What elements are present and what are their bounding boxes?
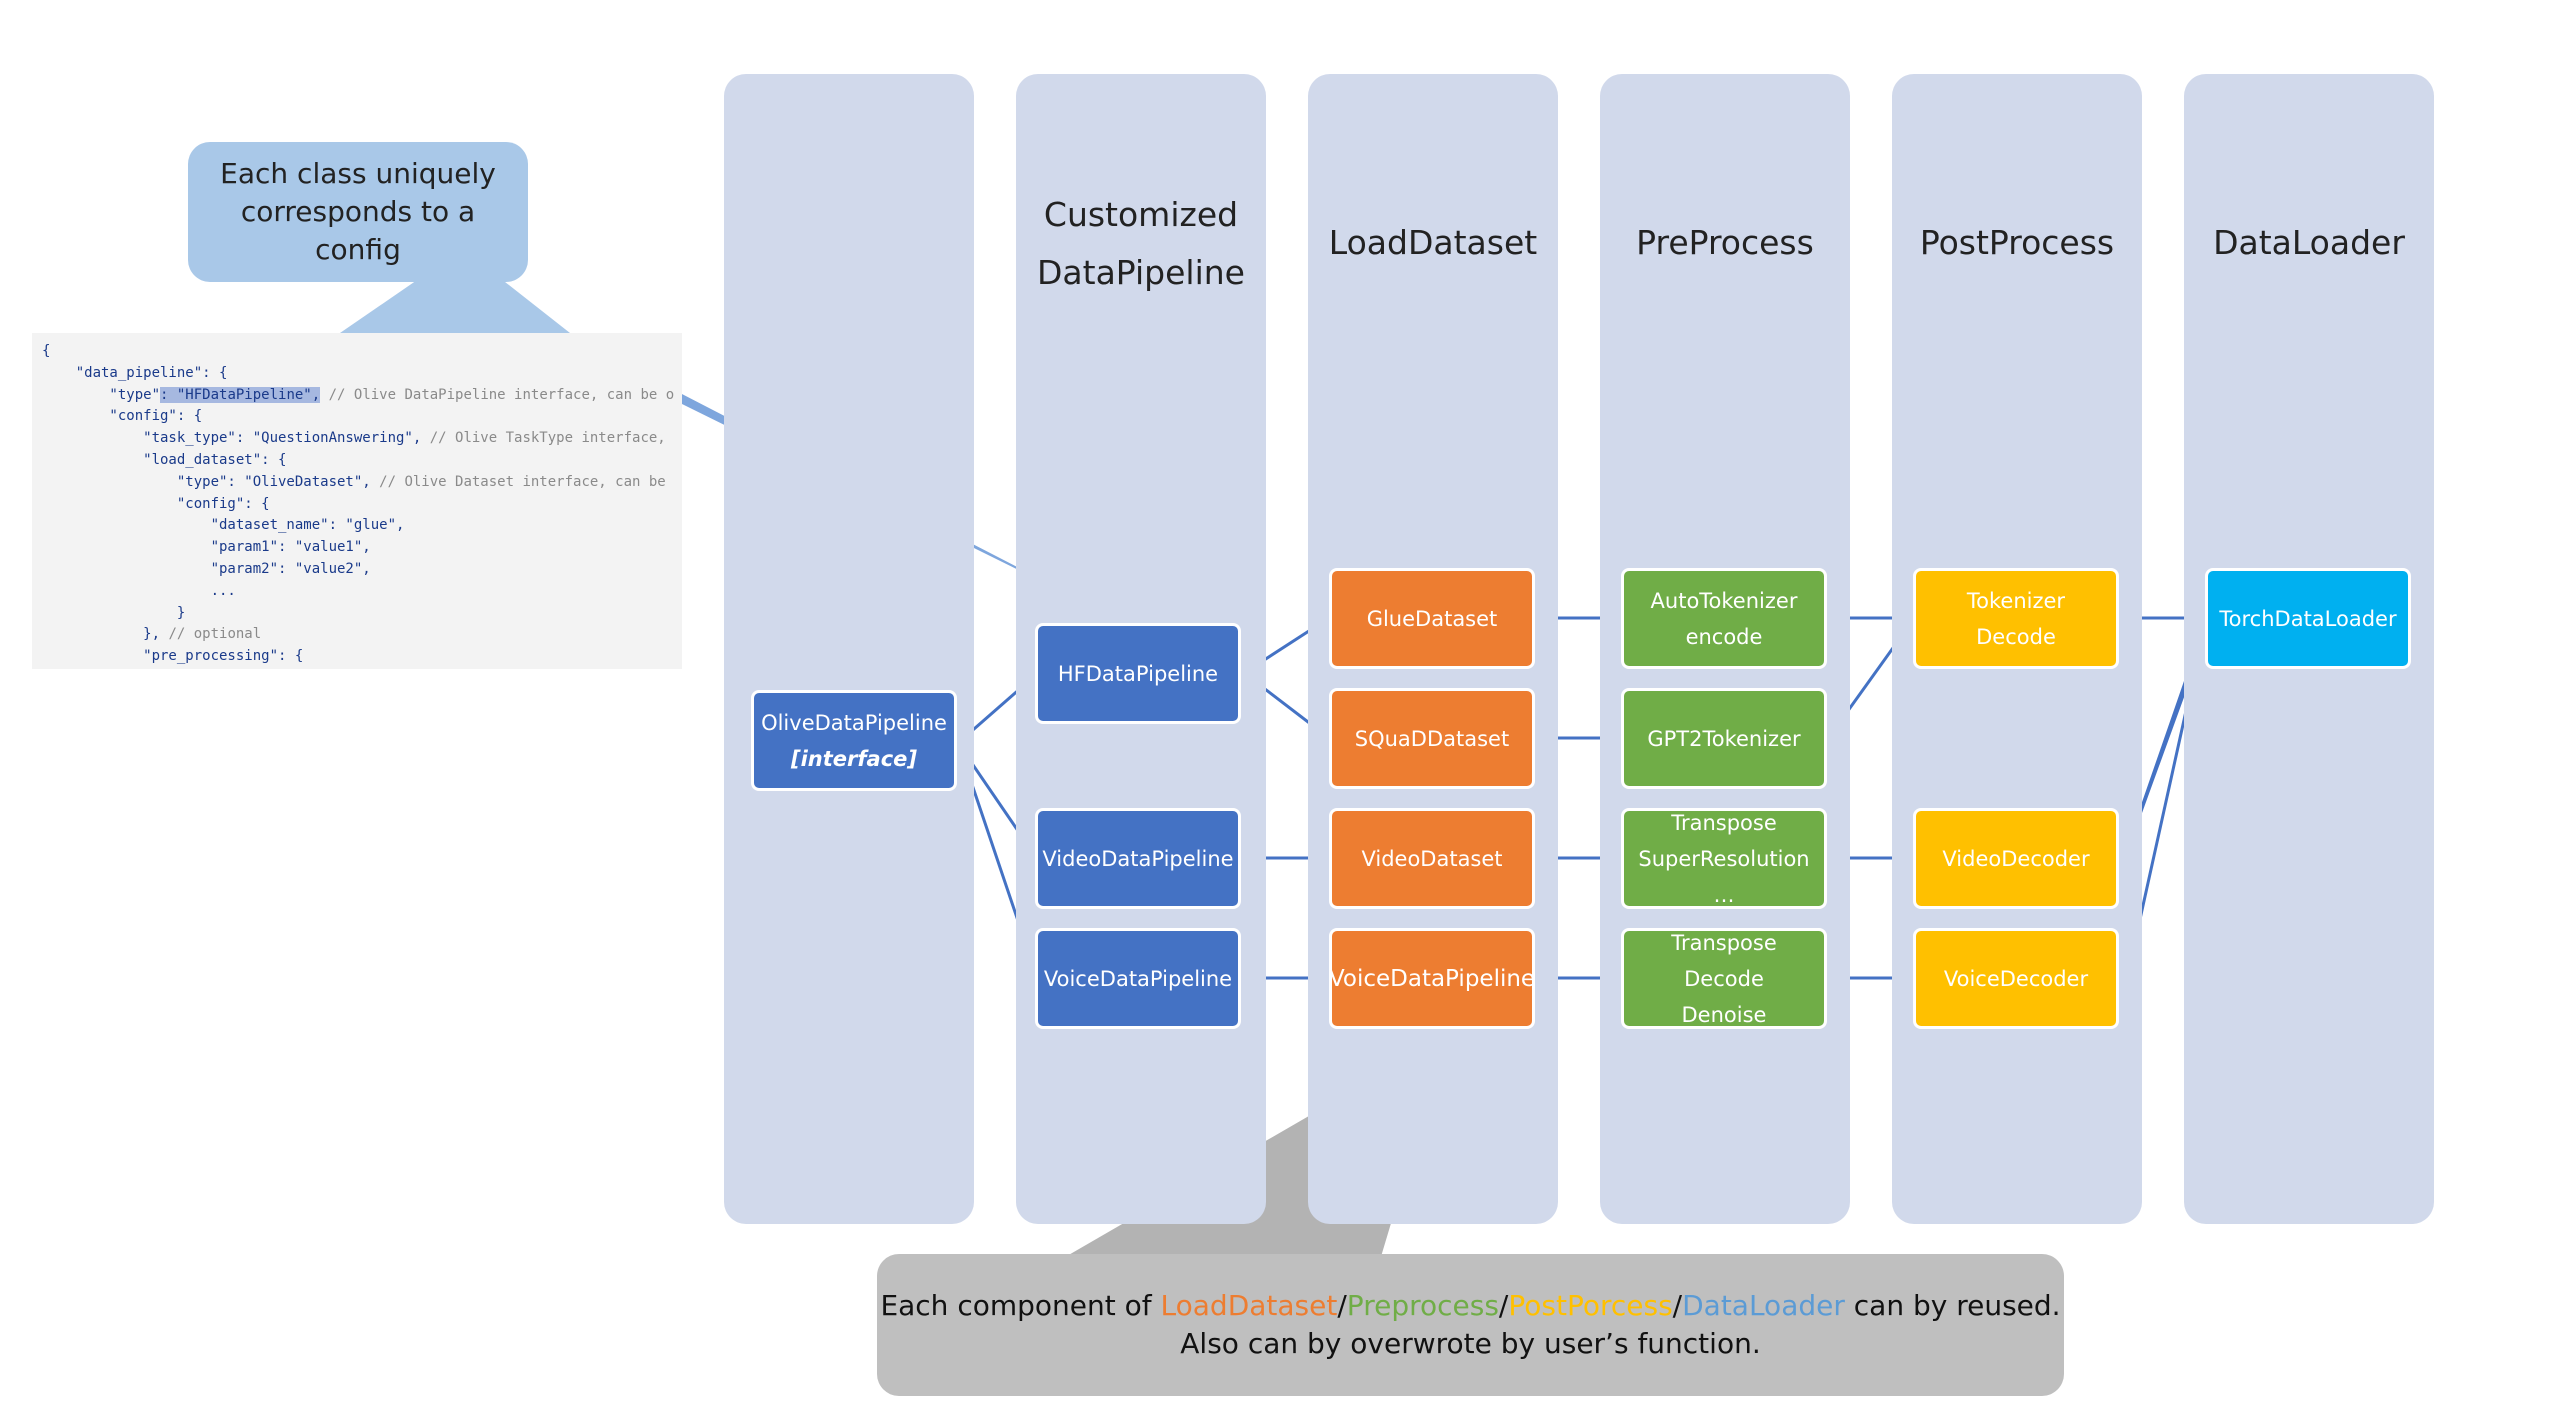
code-line: }	[42, 604, 186, 621]
node-autotokenizer-encode[interactable]: AutoTokenizer encode	[1621, 568, 1827, 669]
column-header: DataLoader	[2213, 223, 2405, 262]
node-transpose-superresolution[interactable]: Transpose SuperResolution …	[1621, 808, 1827, 909]
node-label: GlueDataset	[1366, 606, 1498, 631]
code-highlight: : "HFDataPipeline",	[160, 386, 321, 403]
node-label: Transpose	[1671, 810, 1777, 835]
node-label: encode	[1685, 624, 1763, 649]
code-line: "data_pipeline": {	[42, 364, 228, 381]
callout-line-2: Also can by overwrote by user’s function…	[1180, 1327, 1761, 1360]
node-label: OliveDataPipeline	[761, 710, 947, 735]
node-transpose-decode-denoise[interactable]: Transpose Decode Denoise	[1621, 928, 1827, 1029]
node-label: VoiceDataPipeline	[1043, 966, 1233, 991]
node-label: Tokenizer	[1966, 588, 2066, 613]
code-line: "pre_processing": {	[42, 648, 304, 665]
node-label: AutoTokenizer	[1650, 588, 1798, 613]
node-label: HFDataPipeline	[1057, 661, 1219, 686]
node-label: …	[1713, 882, 1735, 907]
node-voice-decoder[interactable]: VoiceDecoder	[1913, 928, 2119, 1029]
node-label: VideoDataPipeline	[1042, 846, 1234, 871]
node-label: Decode	[1684, 966, 1764, 991]
node-voice-dataset[interactable]: VoiceDataPipeline	[1329, 928, 1535, 1029]
callout-text: Each class uniquely corresponds to a con…	[220, 157, 496, 266]
column-header: LoadDataset	[1328, 223, 1538, 262]
code-line: }, // optional	[42, 624, 682, 646]
callout-separator: /	[1337, 1289, 1347, 1322]
column-header: Customized DataPipeline	[1037, 195, 1245, 292]
code-comment: // Olive Dataset interface, can be	[370, 473, 666, 490]
node-video-dataset[interactable]: VideoDataset	[1329, 808, 1535, 909]
node-label: GPT2Tokenizer	[1647, 726, 1801, 751]
code-token: },	[42, 626, 161, 643]
code-line: "param2": "value2",	[42, 560, 371, 577]
callout-preprocess: Preprocess	[1346, 1289, 1499, 1322]
node-sublabel: [interface]	[791, 746, 917, 771]
callout-prefix: Each component of	[880, 1289, 1161, 1322]
column-header: PostProcess	[1919, 223, 2115, 262]
node-label: Decode	[1976, 624, 2056, 649]
callout-loaddataset: LoadDataset	[1160, 1289, 1338, 1322]
node-label: TorchDataLoader	[2219, 606, 2397, 631]
code-comment: // optional	[160, 626, 262, 643]
callout-separator: /	[1672, 1289, 1683, 1322]
node-voice-datapipeline[interactable]: VoiceDataPipeline	[1035, 928, 1241, 1029]
code-comment: // Olive DataPipeline interface, can be …	[320, 386, 675, 403]
code-line: "task_type": "QuestionAnswering", // Oli…	[42, 428, 682, 450]
column-interface	[724, 74, 974, 1224]
node-label: VoiceDataPipeline	[1328, 965, 1536, 992]
code-line: "param1": "value1",	[42, 539, 371, 556]
code-token: "task_type": "QuestionAnswering",	[42, 430, 422, 447]
node-label: SQuaDDataset	[1354, 726, 1510, 751]
config-code-snippet: { "data_pipeline": { "type": "HFDataPipe…	[32, 333, 682, 669]
code-token: "type"	[42, 386, 161, 403]
node-label: Transpose	[1671, 930, 1777, 955]
callout-suffix: can by reused.	[1844, 1289, 2061, 1322]
code-line: ...	[42, 582, 236, 599]
node-olive-datapipeline[interactable]: OliveDataPipeline [interface]	[751, 690, 957, 791]
code-line: "dataset_name": "glue",	[42, 517, 405, 534]
node-label: SuperResolution	[1638, 846, 1810, 871]
callout-postprocess: PostPorcess	[1508, 1289, 1673, 1322]
node-gpt2-tokenizer[interactable]: GPT2Tokenizer	[1621, 688, 1827, 789]
node-label: VideoDecoder	[1942, 846, 2090, 871]
node-hf-datapipeline[interactable]: HFDataPipeline	[1035, 623, 1241, 724]
code-comment: // Olive TaskType interface,	[421, 430, 666, 447]
code-line: "config": {	[42, 408, 203, 425]
node-label: VoiceDecoder	[1943, 966, 2089, 991]
top-callout-tail	[340, 278, 570, 333]
node-label: VideoDataset	[1361, 846, 1503, 871]
code-line: "type": "HFDataPipeline", // Olive DataP…	[42, 385, 682, 407]
code-line: "type": "OliveDataset", // Olive Dataset…	[42, 472, 682, 494]
callout-dataloader: DataLoader	[1682, 1289, 1845, 1322]
code-line: "load_dataset": {	[42, 451, 287, 468]
callout-reuse-note: Each component of LoadDataset/Preprocess…	[877, 1254, 2064, 1396]
callout-separator: /	[1498, 1289, 1509, 1322]
node-video-datapipeline[interactable]: VideoDataPipeline	[1035, 808, 1241, 909]
node-tokenizer-decode[interactable]: Tokenizer Decode	[1913, 568, 2119, 669]
node-glue-dataset[interactable]: GlueDataset	[1329, 568, 1535, 669]
node-video-decoder[interactable]: VideoDecoder	[1913, 808, 2119, 909]
callout-config-note: Each class uniquely corresponds to a con…	[188, 142, 528, 282]
node-squad-dataset[interactable]: SQuaDDataset	[1329, 688, 1535, 789]
node-label: Denoise	[1681, 1002, 1767, 1027]
node-torch-dataloader[interactable]: TorchDataLoader	[2205, 568, 2411, 669]
code-line: {	[42, 343, 51, 359]
code-token: "type": "OliveDataset",	[42, 473, 371, 490]
column-header: PreProcess	[1636, 223, 1814, 262]
code-line: "config": {	[42, 495, 270, 512]
callout-line-1: Each component of LoadDataset/Preprocess…	[880, 1287, 2060, 1325]
